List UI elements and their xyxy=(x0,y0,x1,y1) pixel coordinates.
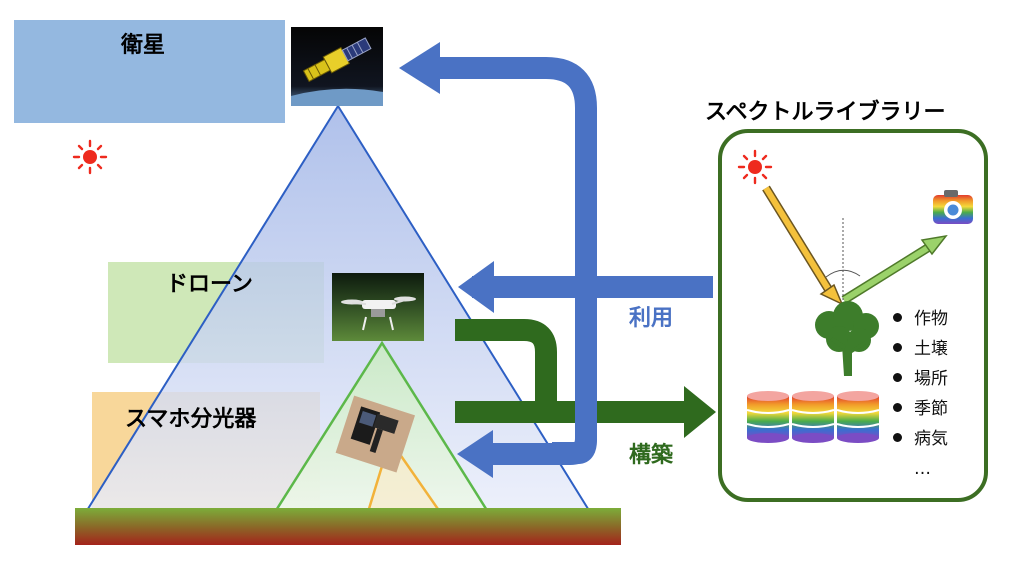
angle-arc xyxy=(825,269,861,278)
ground-strip xyxy=(75,508,621,545)
library-sun-icon xyxy=(737,149,773,185)
list-item: 病気 xyxy=(893,424,948,454)
use-label: 利用 xyxy=(629,306,674,331)
drone-photo xyxy=(332,273,424,341)
tree-icon xyxy=(815,301,879,376)
smartphone-photo xyxy=(335,395,416,473)
build-arrow-path xyxy=(455,319,688,423)
list-item: 作物 xyxy=(893,304,948,334)
satellite-label: 衛星 xyxy=(121,33,166,58)
database-icon xyxy=(746,391,880,443)
build-arrowhead xyxy=(684,386,716,438)
incident-ray xyxy=(762,185,844,306)
list-item: 場所 xyxy=(893,364,948,394)
satellite-photo xyxy=(291,27,383,106)
library-attribute-list: 作物 土壌 場所 季節 病気 … xyxy=(893,304,948,484)
reflected-ray xyxy=(841,234,948,304)
list-item: 土壌 xyxy=(893,334,948,364)
build-label: 構築 xyxy=(629,443,674,468)
sun-icon xyxy=(72,139,108,175)
use-arrowhead-smartphone xyxy=(457,430,493,478)
use-arrowhead-satellite xyxy=(399,42,440,94)
smartphone-label: スマホ分光器 xyxy=(125,407,257,432)
camera-icon xyxy=(933,190,973,224)
list-item: 季節 xyxy=(893,394,948,424)
use-arrow-smartphone xyxy=(484,300,597,465)
use-arrowhead-drone xyxy=(458,261,494,313)
list-item-ellipsis: … xyxy=(914,459,931,479)
drone-label: ドローン xyxy=(166,272,253,297)
library-title: スペクトルライブラリー xyxy=(705,100,946,125)
satellite-box xyxy=(14,20,285,123)
